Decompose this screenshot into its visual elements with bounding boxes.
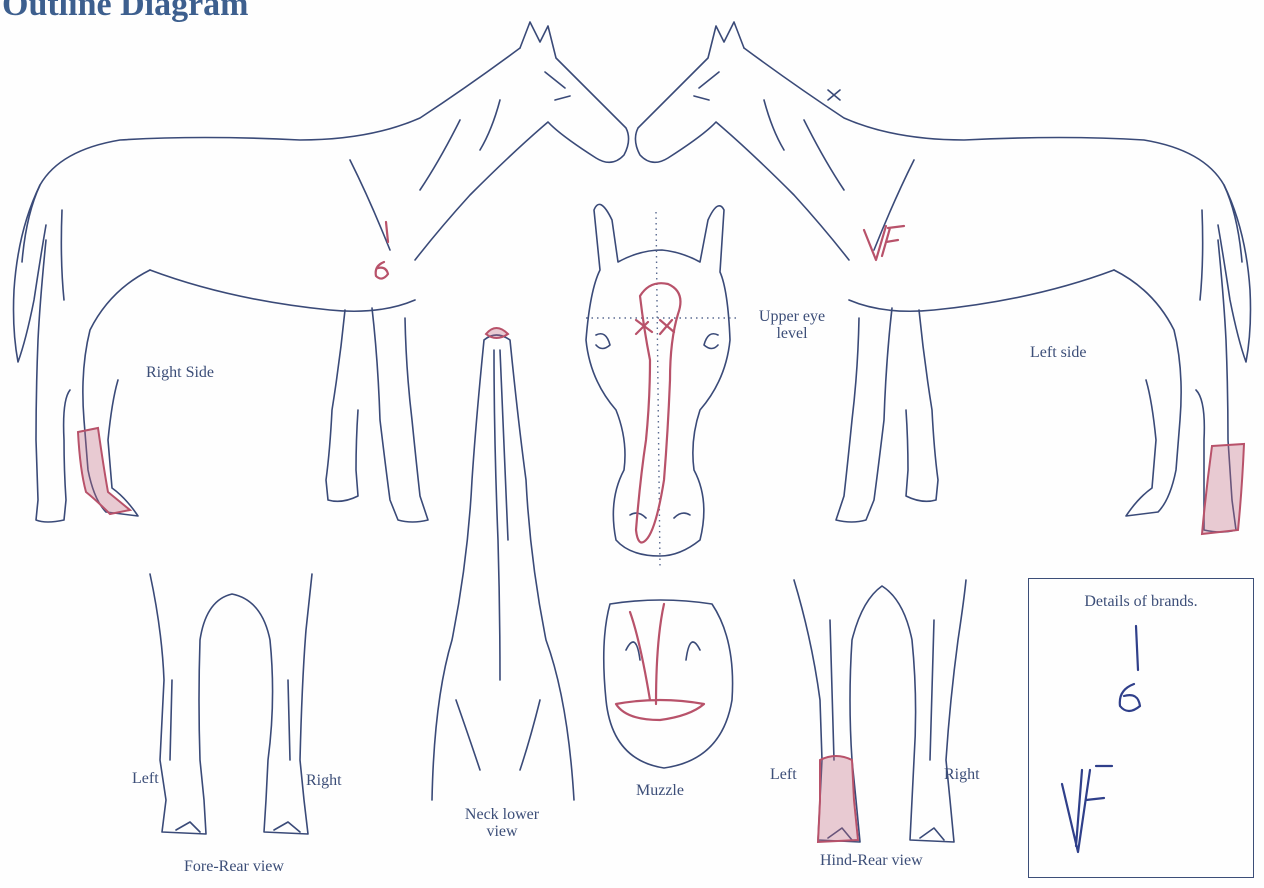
muzzle-marking [616, 604, 704, 720]
left-side-hind-leg-marking [1202, 444, 1244, 534]
hind-left-leg-marking [818, 756, 858, 842]
fore-rear-view-outline [150, 574, 312, 834]
front-face-outline [586, 204, 740, 566]
left-side-brand-vf [864, 226, 904, 260]
fore-rear-view-label: Fore-Rear view [184, 858, 284, 875]
upper-eye-level-label: Upper eye level [748, 308, 836, 342]
left-side-label: Left side [1030, 344, 1086, 361]
hind-left-label: Left [770, 766, 797, 783]
left-side-horse-outline [635, 22, 1250, 532]
hind-rear-view-label: Hind-Rear view [820, 852, 923, 869]
front-face-blaze-marking [636, 283, 680, 542]
fore-right-label: Right [306, 772, 342, 789]
muzzle-label: Muzzle [636, 782, 684, 799]
right-side-horse-outline [14, 22, 629, 522]
hind-right-label: Right [944, 766, 980, 783]
brand-details-title: Details of brands. [1029, 593, 1253, 611]
muzzle-outline [604, 600, 733, 768]
brand-details-box: Details of brands. [1028, 578, 1254, 878]
left-side-cross-mark [828, 90, 840, 100]
neck-lower-view-outline [432, 328, 574, 800]
right-side-hind-leg-marking [78, 428, 130, 514]
neck-lower-view-label: Neck lower view [454, 806, 550, 840]
right-side-label: Right Side [146, 364, 214, 381]
fore-left-label: Left [132, 770, 159, 787]
